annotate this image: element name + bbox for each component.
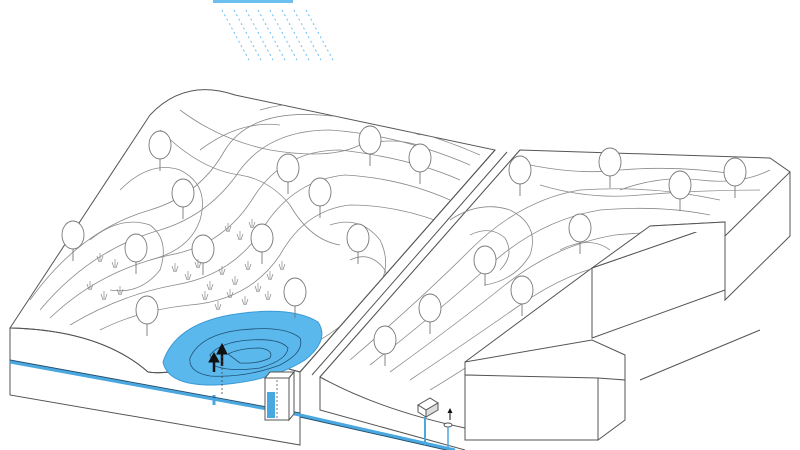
upward-arrow-icon (208, 342, 228, 395)
rain-streak (257, 9, 287, 63)
tree-icon (473, 245, 497, 286)
tree-icon (568, 213, 592, 254)
grass-tuft-icon (194, 259, 202, 269)
rain-streak (281, 9, 311, 63)
grass-tuft-icon (184, 271, 192, 281)
rain-streak (305, 9, 335, 63)
rain-streak (293, 9, 323, 63)
monitoring-well-icon (443, 408, 453, 448)
rain-streak (269, 9, 299, 63)
grass-tuft-icon (236, 231, 244, 241)
tree-icon (598, 147, 622, 188)
sensor-station-icon (417, 397, 439, 445)
grass-tuft-icon (86, 281, 94, 291)
grass-tuft-icon (116, 286, 124, 296)
rain-streak (221, 9, 251, 63)
tree-icon (408, 143, 432, 184)
grass-tuft-icon (244, 261, 252, 271)
tree-icon (124, 233, 148, 274)
grass-tuft-icon (214, 301, 222, 311)
grass-tuft-icon (100, 291, 108, 301)
grass-tuft-icon (248, 219, 256, 229)
trees (61, 125, 747, 366)
grass-tuft-icon (231, 276, 239, 286)
tree-icon (510, 275, 534, 316)
tree-icon (171, 178, 195, 219)
right-terrain (319, 149, 791, 450)
rain-cloud-icon (213, 0, 335, 63)
tree-icon (346, 223, 370, 264)
grass-tuft-icon (266, 271, 274, 281)
tree-icon (418, 293, 442, 334)
grass-tuft-icon (111, 259, 119, 269)
tree-icon (308, 177, 332, 218)
right-contour-lines (349, 164, 771, 391)
grass-tuft-icon (241, 296, 249, 306)
grass-tuft-icon (218, 266, 226, 276)
rain-streak (233, 9, 263, 63)
tree-icon (283, 277, 307, 318)
tree-icon (148, 130, 172, 171)
tree-icon (276, 153, 300, 194)
tree-icon (61, 220, 85, 261)
grass-tuft-icon (226, 289, 234, 299)
tree-icon (723, 157, 747, 198)
groundwater-pipe (9, 360, 456, 450)
grass-tuft-icon (224, 223, 232, 233)
pump-house-icon (263, 370, 296, 422)
rain-streak (245, 9, 275, 63)
grass-tuft-icon (201, 291, 209, 301)
long-building (591, 221, 726, 339)
tree-icon (668, 170, 692, 211)
grass-tuft-icon (206, 281, 214, 291)
tree-icon (508, 155, 532, 196)
grass-tuft-icon (96, 253, 104, 263)
grass-tuft-icon (254, 283, 262, 293)
grass-tuft-icon (278, 261, 286, 271)
tree-icon (358, 125, 382, 166)
tree-icon (135, 295, 159, 336)
tree-icon (191, 234, 215, 275)
grass-tufts (86, 219, 286, 311)
lake (162, 310, 323, 386)
tree-icon (250, 223, 274, 264)
tree-icon (373, 325, 397, 366)
grass-tuft-icon (264, 291, 272, 301)
front-building (464, 339, 626, 441)
grass-tuft-icon (171, 263, 179, 273)
left-contour-lines (29, 103, 481, 341)
